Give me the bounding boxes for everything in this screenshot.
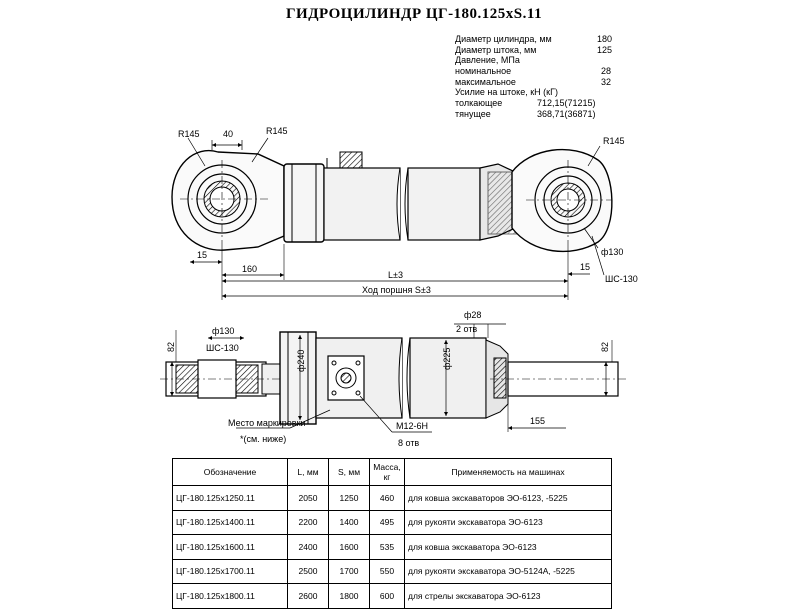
- dim-15-right: 15: [580, 262, 590, 272]
- port-fitting: [339, 151, 363, 169]
- cell-stroke: 1700: [328, 558, 370, 584]
- cell-mass: 460: [369, 485, 405, 511]
- table-row: ЦГ-180.125х1250.11 2050 1250 460 для ков…: [172, 485, 612, 511]
- spec-label: Диаметр штока, мм: [455, 44, 537, 55]
- cell-application: для стрелы экскаватора ЭО-6123: [404, 583, 612, 609]
- col-header: L, мм: [287, 458, 329, 486]
- variants-table: Обозначение L, мм S, мм Масса, кг Примен…: [172, 458, 612, 609]
- cell-stroke: 1800: [328, 583, 370, 609]
- col-header: Применяемость на машинах: [404, 458, 612, 486]
- spec-row: Диаметр цилиндра, мм 180: [455, 34, 625, 45]
- dim-r145-left: R145: [178, 129, 200, 139]
- bushing-label-bottom: ШС-130: [206, 343, 239, 353]
- spec-label: Диаметр цилиндра, мм: [455, 34, 552, 44]
- cell-stroke: 1250: [328, 485, 370, 511]
- left-rod-eye: [171, 149, 285, 251]
- bushing-label-top: ШС-130: [605, 274, 638, 284]
- spec-value: 32: [601, 76, 612, 87]
- dim-160: 160: [242, 264, 257, 274]
- spec-row: толкающее 712,15(71215): [455, 98, 625, 109]
- spec-value: 125: [597, 44, 613, 55]
- spec-row: номинальное 28: [455, 66, 625, 77]
- spec-list: Диаметр цилиндра, мм 180 Диаметр штока, м…: [455, 34, 625, 120]
- dim-dia-28: ф28: [464, 310, 481, 320]
- cell-designation: ЦГ-180.125х1250.11: [172, 485, 288, 511]
- table-row: ЦГ-180.125х1700.11 2500 1700 550 для рук…: [172, 558, 612, 584]
- dim-dia-225: ф225: [442, 348, 452, 370]
- dim-2-holes: 2 отв: [456, 324, 477, 334]
- cell-stroke: 1400: [328, 509, 370, 535]
- cell-length: 2600: [287, 583, 329, 609]
- cell-mass: 550: [369, 558, 405, 584]
- cell-designation: ЦГ-180.125х1600.11: [172, 534, 288, 560]
- cell-mass: 495: [369, 509, 405, 535]
- dim-dia-130-top: ф130: [601, 247, 623, 257]
- cell-stroke: 1600: [328, 534, 370, 560]
- cylinder-head: [283, 163, 325, 243]
- drawing-title: ГИДРОЦИЛИНДР ЦГ-180.125хS.11: [286, 6, 543, 22]
- cell-designation: ЦГ-180.125х1700.11: [172, 558, 288, 584]
- spec-value: 368,71(36871): [537, 108, 596, 119]
- dim-82-left: 82: [166, 342, 176, 352]
- cell-application: для рукояти экскаватора ЭО-5124А, -5225: [404, 558, 612, 584]
- head-section: [279, 331, 317, 425]
- spec-label: толкающее: [455, 98, 503, 109]
- cylinder-barrel: [323, 167, 401, 241]
- spec-value: 28: [601, 66, 612, 77]
- cell-application: для рукояти экскаватора ЭО-6123: [404, 509, 612, 535]
- spec-label: Усилие на штоке, кН (кГ): [455, 87, 558, 98]
- table-row: ЦГ-180.125х1600.11 2400 1600 535 для ков…: [172, 534, 612, 560]
- spec-row: Усилие на штоке, кН (кГ): [455, 87, 625, 98]
- cell-length: 2050: [287, 485, 329, 511]
- cell-application: для ковша экскаваторов ЭО-6123, -5225: [404, 485, 612, 511]
- marking-note: *(см. ниже): [240, 434, 286, 444]
- col-header: S, мм: [328, 458, 370, 486]
- table-header-row: Обозначение L, мм S, мм Масса, кг Примен…: [172, 458, 612, 486]
- col-header: Масса, кг: [369, 458, 405, 486]
- cell-length: 2500: [287, 558, 329, 584]
- dim-40: 40: [223, 129, 233, 139]
- table-row: ЦГ-180.125х1400.11 2200 1400 495 для рук…: [172, 509, 612, 535]
- dim-155: 155: [530, 416, 545, 426]
- spec-value: 180: [597, 34, 613, 44]
- spec-label: Давление, МПа: [455, 55, 520, 66]
- top-view: [171, 137, 613, 300]
- cylinder-barrel-end: [407, 167, 481, 241]
- cell-designation: ЦГ-180.125х1400.11: [172, 509, 288, 535]
- spec-row: Давление, МПа: [455, 55, 625, 66]
- dim-82-right: 82: [600, 342, 610, 352]
- cell-designation: ЦГ-180.125х1800.11: [172, 583, 288, 609]
- dim-l: L±3: [388, 270, 403, 280]
- spec-label: максимальное: [455, 76, 516, 87]
- marking-place-label: Место маркировки: [228, 418, 306, 428]
- spec-row: тянущее 368,71(36871): [455, 109, 625, 120]
- left-eye-section: [160, 359, 290, 399]
- cell-mass: 535: [369, 534, 405, 560]
- spec-row: Диаметр штока, мм 125: [455, 45, 625, 56]
- dim-r145-right: R145: [603, 136, 625, 146]
- spec-label: номинальное: [455, 66, 512, 77]
- stroke-label: Ход поршня S±3: [362, 285, 431, 295]
- cell-mass: 600: [369, 583, 405, 609]
- cell-application: для ковша экскаватора ЭО-6123: [404, 534, 612, 560]
- right-cylinder-eye: [511, 148, 613, 253]
- dim-r145-left-2: R145: [266, 126, 288, 136]
- holes-8-label: 8 отв: [398, 438, 419, 448]
- thread-label: М12-6Н: [396, 421, 428, 431]
- spec-row: максимальное 32: [455, 77, 625, 88]
- cell-length: 2400: [287, 534, 329, 560]
- table-row: ЦГ-180.125х1800.11 2600 1800 600 для стр…: [172, 583, 612, 609]
- spec-label: тянущее: [455, 108, 491, 119]
- dim-dia-240: ф240: [296, 350, 306, 372]
- spec-value: 712,15(71215): [537, 98, 596, 109]
- bottom-view: [160, 323, 626, 433]
- cell-length: 2200: [287, 509, 329, 535]
- dim-15-left: 15: [197, 250, 207, 260]
- dim-dia-130-bottom: ф130: [212, 326, 234, 336]
- col-header: Обозначение: [172, 458, 288, 486]
